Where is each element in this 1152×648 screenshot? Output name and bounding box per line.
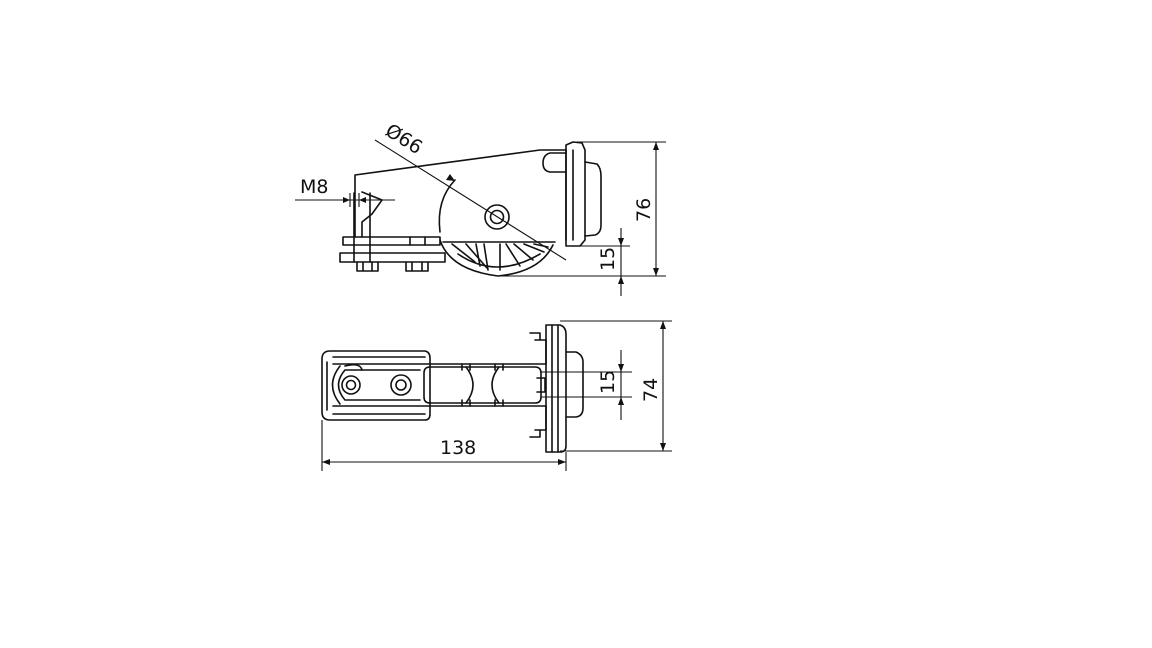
axle-offset-extension-lines (541, 350, 632, 420)
top-body-channel (332, 363, 547, 407)
height-extension-lines (498, 141, 666, 277)
wheel-spoke-ring (457, 253, 541, 268)
axle-outer (484, 204, 510, 230)
width-arrow-bottom (660, 443, 666, 451)
side-front-plate-inner (565, 149, 574, 241)
axle-offset-label: 15 (597, 370, 619, 394)
wheel-outline-lower (439, 239, 554, 277)
side-plate-nose (542, 152, 567, 173)
length-extension-lines (321, 420, 567, 471)
side-base-lower (339, 252, 446, 263)
top-bolt-right-outer (390, 374, 412, 396)
axle-height-arrow-top (618, 238, 624, 246)
top-mount-plate (545, 324, 567, 453)
m8-arrow-right (359, 197, 366, 203)
width-arrow-top (660, 321, 666, 329)
width-extension-lines (560, 320, 672, 452)
side-base-upper (342, 236, 441, 246)
top-housing-inner (326, 356, 426, 415)
side-bracket-walls (409, 236, 426, 246)
diameter-leader (374, 139, 567, 261)
wheel-spokes (451, 243, 549, 271)
side-clip (361, 191, 383, 238)
length-arrow-left (322, 459, 330, 465)
thread-label: M8 (300, 176, 328, 198)
width-label: 74 (640, 378, 662, 402)
top-view: 138 74 15 (321, 320, 672, 471)
axle-height-arrow-bottom (618, 276, 624, 284)
top-bolt-left-outer (341, 375, 361, 395)
diameter-arrow (446, 174, 455, 181)
top-axle-end (536, 377, 546, 393)
height-arrow-top (653, 142, 659, 150)
top-housing-outline (321, 350, 431, 421)
height-arrow-bottom (653, 268, 659, 276)
m8-arrow-left (343, 197, 350, 203)
side-nut-right (405, 261, 429, 272)
length-arrow-right (558, 459, 566, 465)
top-bolt-right-inner (395, 379, 407, 391)
axle-inner (489, 209, 505, 225)
top-bracket-lower (529, 405, 547, 438)
top-curved-end (331, 363, 363, 405)
side-bumper (584, 161, 602, 237)
diameter-label: Ø66 (381, 120, 426, 159)
side-bolt (353, 192, 371, 263)
side-front-plate (565, 141, 586, 247)
wheel-arc-upper (438, 179, 456, 233)
top-bumper (565, 351, 584, 418)
top-wheel-flanges (461, 363, 504, 407)
top-wheel (423, 366, 542, 404)
side-view: M8 Ø66 76 15 (295, 120, 666, 296)
side-nut-left (356, 261, 379, 272)
axle-height-label: 15 (597, 247, 619, 271)
axle-offset-arrow-top (618, 364, 624, 372)
top-mount-plate-inner (551, 324, 559, 453)
top-wheel-detail (465, 366, 500, 404)
top-bracket-upper (529, 332, 547, 365)
height-label: 76 (633, 198, 655, 222)
axle-offset-arrow-bottom (618, 397, 624, 405)
length-label: 138 (440, 437, 476, 459)
top-bolt-left-inner (345, 379, 357, 391)
